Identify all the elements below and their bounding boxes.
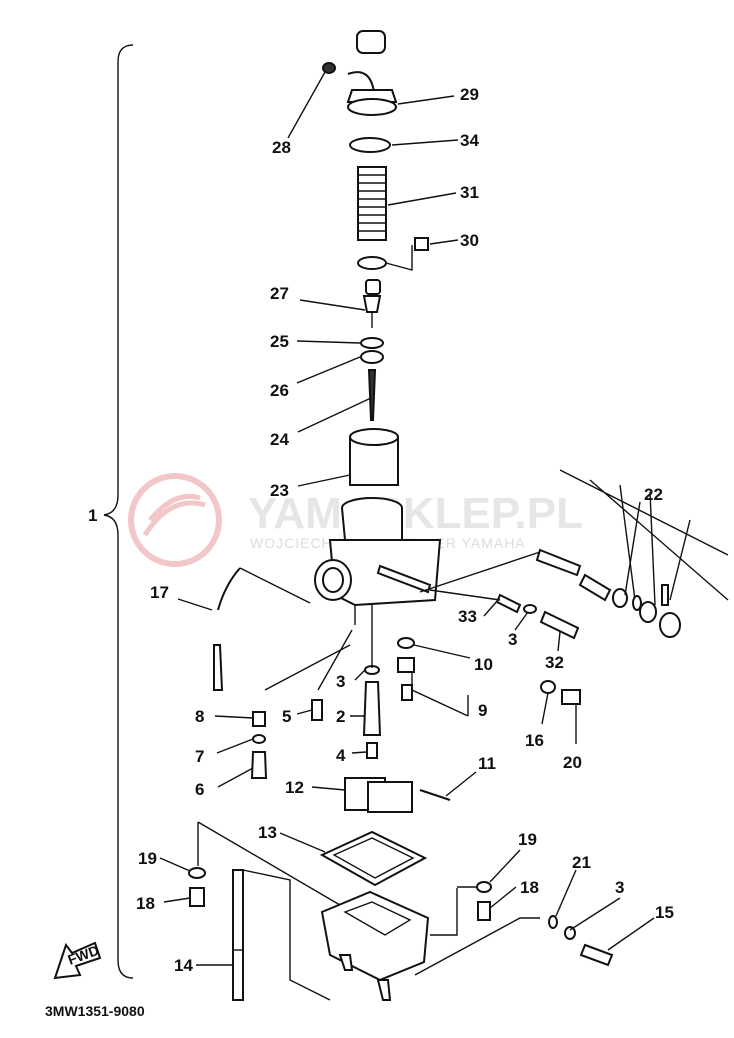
diagram-code: 3MW1351-9080 — [45, 1003, 145, 1019]
callout-19-a: 19 — [138, 849, 157, 868]
callout-24: 24 — [270, 430, 289, 449]
bracket-label: 1 — [88, 506, 97, 525]
callout-8: 8 — [195, 707, 204, 726]
callout-14: 14 — [174, 956, 193, 975]
callout-3-a: 3 — [508, 630, 517, 649]
callout-18-a: 18 — [136, 894, 155, 913]
float-bowl-gasket — [319, 830, 428, 887]
callout-21: 21 — [572, 853, 591, 872]
watermark-logo-icon — [128, 473, 222, 567]
air-screw-group — [419, 469, 729, 640]
float-bowl-group — [188, 821, 614, 1001]
jet-needle — [367, 369, 377, 421]
callout-5: 5 — [282, 707, 291, 726]
callout-19-b: 19 — [518, 830, 537, 849]
callout-34: 34 — [460, 131, 479, 150]
callout-6: 6 — [195, 780, 204, 799]
callout-29: 29 — [460, 85, 479, 104]
callout-15: 15 — [655, 903, 674, 922]
callout-3-b: 3 — [336, 672, 345, 691]
callout-23: 23 — [270, 481, 289, 500]
float-bowl — [320, 890, 430, 982]
callout-28: 28 — [272, 138, 291, 157]
callout-4: 4 — [336, 746, 346, 765]
callout-12: 12 — [285, 778, 304, 797]
callout-30: 30 — [460, 231, 479, 250]
fwd-arrow-icon: FWD — [53, 941, 102, 980]
callout-13: 13 — [258, 823, 277, 842]
watermark-brand: YAMASKLEP.PL — [248, 489, 583, 538]
callout-18-b: 18 — [520, 878, 539, 897]
throttle-spring — [357, 166, 387, 241]
callout-10: 10 — [474, 655, 493, 674]
callout-25: 25 — [270, 332, 289, 351]
assembly-bracket — [103, 44, 134, 979]
callout-26: 26 — [270, 381, 289, 400]
callout-11: 11 — [478, 754, 496, 773]
callout-32: 32 — [545, 653, 564, 672]
callout-33: 33 — [458, 607, 477, 626]
callout-17: 17 — [150, 583, 169, 602]
carburetor-body — [314, 497, 442, 625]
callout-27: 27 — [270, 284, 289, 303]
vent-hose — [213, 644, 224, 691]
callout-2: 2 — [336, 707, 345, 726]
overflow-hose — [232, 869, 244, 1001]
callout-20: 20 — [563, 753, 582, 772]
callout-16: 16 — [525, 731, 544, 750]
callout-22: 22 — [644, 485, 663, 504]
needle-slide-group — [349, 279, 399, 486]
callout-3-c: 3 — [615, 878, 624, 897]
leader-lines — [159, 71, 655, 966]
o-ring — [349, 137, 391, 153]
callout-labels: 29 28 34 31 30 27 25 26 24 23 22 17 33 3… — [88, 85, 674, 975]
callout-31: 31 — [460, 183, 479, 202]
jet-group — [213, 567, 581, 813]
top-cover-group — [322, 30, 429, 271]
callout-9: 9 — [478, 701, 487, 720]
callout-7: 7 — [195, 747, 204, 766]
rubber-cap — [356, 30, 386, 54]
